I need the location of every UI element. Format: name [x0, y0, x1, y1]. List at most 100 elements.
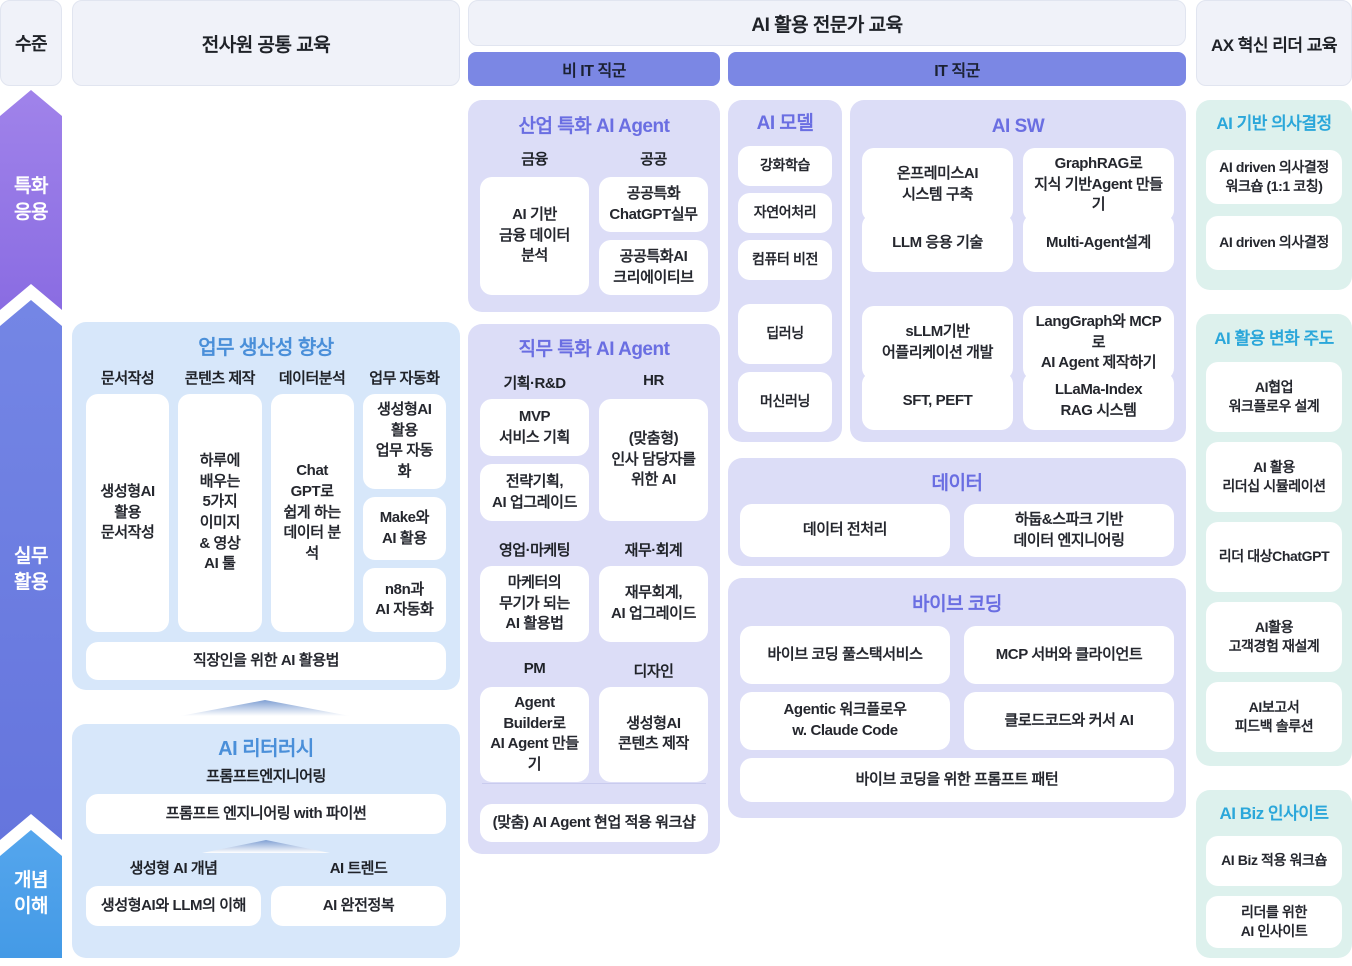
course-card: 생성형AI 콘텐츠 제작	[599, 687, 708, 782]
course-card: 바이브 코딩 풀스택서비스	[740, 626, 950, 684]
up-triangle-connector	[180, 700, 350, 716]
tab-it-label: IT 직군	[934, 63, 980, 80]
common-education-title: 전사원 공통 교육	[201, 34, 331, 56]
course-card: Make와 AI 활용	[362, 496, 446, 561]
level-arrow-practical: 실무 활용	[0, 300, 62, 840]
tab-non-it: 비 IT 직군	[468, 52, 720, 86]
leader-education-title: AX 혁신 리더 교육	[1210, 35, 1338, 55]
literacy-group-trend-label: AI 트렌드	[329, 860, 388, 877]
course-card: AI 완전정복	[271, 886, 446, 926]
course-card: 생성형AI 활용 업무 자동화	[362, 394, 446, 489]
course-card: GraphRAG로 지식 기반Agent 만들기	[1023, 148, 1174, 223]
course-card: 리더 대상ChatGPT	[1206, 522, 1342, 592]
section-ai-change-title: AI 활용 변화 주도	[1214, 329, 1334, 348]
section-industry-agent: 산업 특화 AI Agent 금융 공공 AI 기반 금융 데이터 분석 공공특…	[468, 100, 720, 312]
course-card: 하루에 배우는 5가지 이미지 & 영상 AI 툴	[178, 394, 262, 632]
course-card: 컴퓨터 비전	[738, 240, 832, 280]
section-ai-change: AI 활용 변화 주도 AI협업 워크플로우 설계 AI 활용 리더십 시뮬레이…	[1196, 314, 1352, 766]
course-card: 마케터의 무기가 되는 AI 활용법	[480, 566, 589, 642]
course-card: SFT, PEFT	[862, 372, 1013, 430]
course-card: 딥러닝	[738, 304, 832, 364]
section-divider	[482, 783, 706, 784]
course-card: 재무회계, AI 업그레이드	[599, 566, 708, 642]
section-ai-sw: AI SW 온프레미스AI 시스템 구축 GraphRAG로 지식 기반Agen…	[850, 100, 1186, 442]
job-hr-label: HR	[643, 372, 664, 389]
productivity-group-content: 콘텐츠 제작 하루에 배우는 5가지 이미지 & 영상 AI 툴	[178, 364, 262, 632]
course-card: LangGraph와 MCP로 AI Agent 제작하기	[1023, 306, 1174, 381]
course-card: MCP 서버와 클라이언트	[964, 626, 1174, 684]
course-card: 자연어처리	[738, 193, 832, 233]
section-ai-biz-title: AI Biz 인사이트	[1219, 804, 1329, 823]
job-planning-label: 기획·R&D	[503, 375, 566, 392]
course-card: AI driven 의사결정 워크숍 (1:1 코칭)	[1206, 150, 1342, 204]
level-arrow-concept-label: 개념 이해	[14, 870, 48, 917]
course-card: 강화학습	[738, 146, 832, 186]
vibe-footer-card: 바이브 코딩을 위한 프롬프트 패턴	[740, 758, 1174, 802]
course-card: AI활용 고객경험 재설계	[1206, 602, 1342, 672]
productivity-group-docs: 문서작성 생성형AI 활용 문서작성	[86, 364, 170, 632]
section-ai-literacy-title: AI 리터러시	[218, 738, 314, 760]
productivity-group-data: 데이터분석 Chat GPT로 쉽게 하는 데이터 분석	[270, 364, 354, 632]
section-job-agent: 직무 특화 AI Agent 기획·R&D HR MVP 서비스 기획 전략기획…	[468, 324, 720, 854]
industry-public-label: 공공	[640, 151, 667, 168]
course-card: 생성형AI와 LLM의 이해	[86, 886, 261, 926]
level-arrow-specialized: 특화 응용	[0, 90, 62, 310]
course-card: AI협업 워크플로우 설계	[1206, 362, 1342, 432]
section-ai-sw-title: AI SW	[991, 116, 1045, 137]
job-footer-card: (맞춤) AI Agent 현업 적용 워크샵	[480, 804, 708, 842]
productivity-group-docs-label: 문서작성	[101, 370, 155, 387]
course-card: AI보고서 피드백 솔루션	[1206, 682, 1342, 752]
course-card: n8n과 AI 자동화	[362, 568, 446, 632]
course-card: 공공특화 ChatGPT실무	[599, 177, 708, 232]
level-header: 수준	[0, 0, 62, 86]
section-productivity-title: 업무 생산성 향상	[198, 337, 334, 359]
productivity-group-content-label: 콘텐츠 제작	[184, 370, 256, 387]
productivity-footer-card: 직장인을 위한 AI 활용법	[86, 642, 446, 680]
section-vibe-coding-title: 바이브 코딩	[912, 594, 1002, 615]
section-ai-decision: AI 기반 의사결정 AI driven 의사결정 워크숍 (1:1 코칭) A…	[1196, 100, 1352, 290]
course-card: Multi-Agent설계	[1023, 214, 1174, 272]
prompt-engineering-label: 프롬프트엔지니어링	[206, 768, 326, 785]
level-header-label: 수준	[14, 34, 48, 54]
level-arrow-practical-label: 실무 활용	[14, 546, 48, 593]
productivity-group-data-label: 데이터분석	[278, 370, 346, 387]
up-triangle-connector	[202, 840, 330, 853]
course-card: Chat GPT로 쉽게 하는 데이터 분석	[270, 394, 354, 632]
expert-education-header: AI 활용 전문가 교육	[468, 0, 1186, 46]
course-card: Agent Builder로 AI Agent 만들기	[480, 687, 589, 782]
section-ai-literacy: AI 리터러시 프롬프트엔지니어링 프롬프트 엔지니어링 with 파이썬 생성…	[72, 724, 460, 958]
section-job-agent-title: 직무 특화 AI Agent	[518, 339, 670, 360]
section-vibe-coding: 바이브 코딩 바이브 코딩 풀스택서비스 MCP 서버와 클라이언트 Agent…	[728, 578, 1186, 818]
course-card: 머신러닝	[738, 372, 832, 432]
course-card: 온프레미스AI 시스템 구축	[862, 148, 1013, 223]
course-card: LLaMa-Index RAG 시스템	[1023, 372, 1174, 430]
section-productivity: 업무 생산성 향상 문서작성 생성형AI 활용 문서작성 콘텐츠 제작 하루에 …	[72, 322, 460, 690]
job-finance-label: 재무·회계	[624, 542, 683, 559]
course-card: Agentic 워크플로우 w. Claude Code	[740, 692, 950, 750]
section-data: 데이터 데이터 전처리 하둡&스파크 기반 데이터 엔지니어링	[728, 458, 1186, 566]
course-card: (맞춤형) 인사 담당자를 위한 AI	[599, 399, 708, 521]
course-card: LLM 응용 기술	[862, 214, 1013, 272]
level-arrow-concept: 개념 이해	[0, 830, 62, 958]
section-ai-decision-title: AI 기반 의사결정	[1216, 114, 1332, 133]
job-sales-label: 영업·마케팅	[499, 542, 571, 559]
section-ai-model: AI 모델 강화학습 자연어처리 컴퓨터 비전 딥러닝 머신러닝	[728, 100, 842, 442]
industry-finance-label: 금융	[521, 151, 548, 168]
productivity-group-automation-label: 업무 자동화	[369, 370, 440, 387]
course-card: 프롬프트 엔지니어링 with 파이썬	[86, 794, 446, 834]
literacy-group-trend: AI 트렌드 AI 완전정복	[271, 856, 446, 926]
job-pm-label: PM	[523, 660, 546, 677]
course-card: MVP 서비스 기획	[480, 399, 589, 456]
section-data-title: 데이터	[931, 473, 983, 494]
course-card: sLLM기반 어플리케이션 개발	[862, 306, 1013, 381]
tab-it: IT 직군	[728, 52, 1186, 86]
course-card: 하둡&스파크 기반 데이터 엔지니어링	[964, 504, 1174, 558]
leader-education-header: AX 혁신 리더 교육	[1196, 0, 1352, 86]
course-card: 데이터 전처리	[740, 504, 950, 558]
course-card: 공공특화AI 크리에이티브	[599, 240, 708, 295]
section-ai-biz: AI Biz 인사이트 AI Biz 적용 워크숍 리더를 위한 AI 인사이트	[1196, 790, 1352, 958]
section-industry-agent-title: 산업 특화 AI Agent	[518, 116, 670, 137]
course-card: AI Biz 적용 워크숍	[1206, 836, 1342, 886]
job-design-label: 디자인	[633, 663, 674, 680]
common-education-header: 전사원 공통 교육	[72, 0, 460, 86]
